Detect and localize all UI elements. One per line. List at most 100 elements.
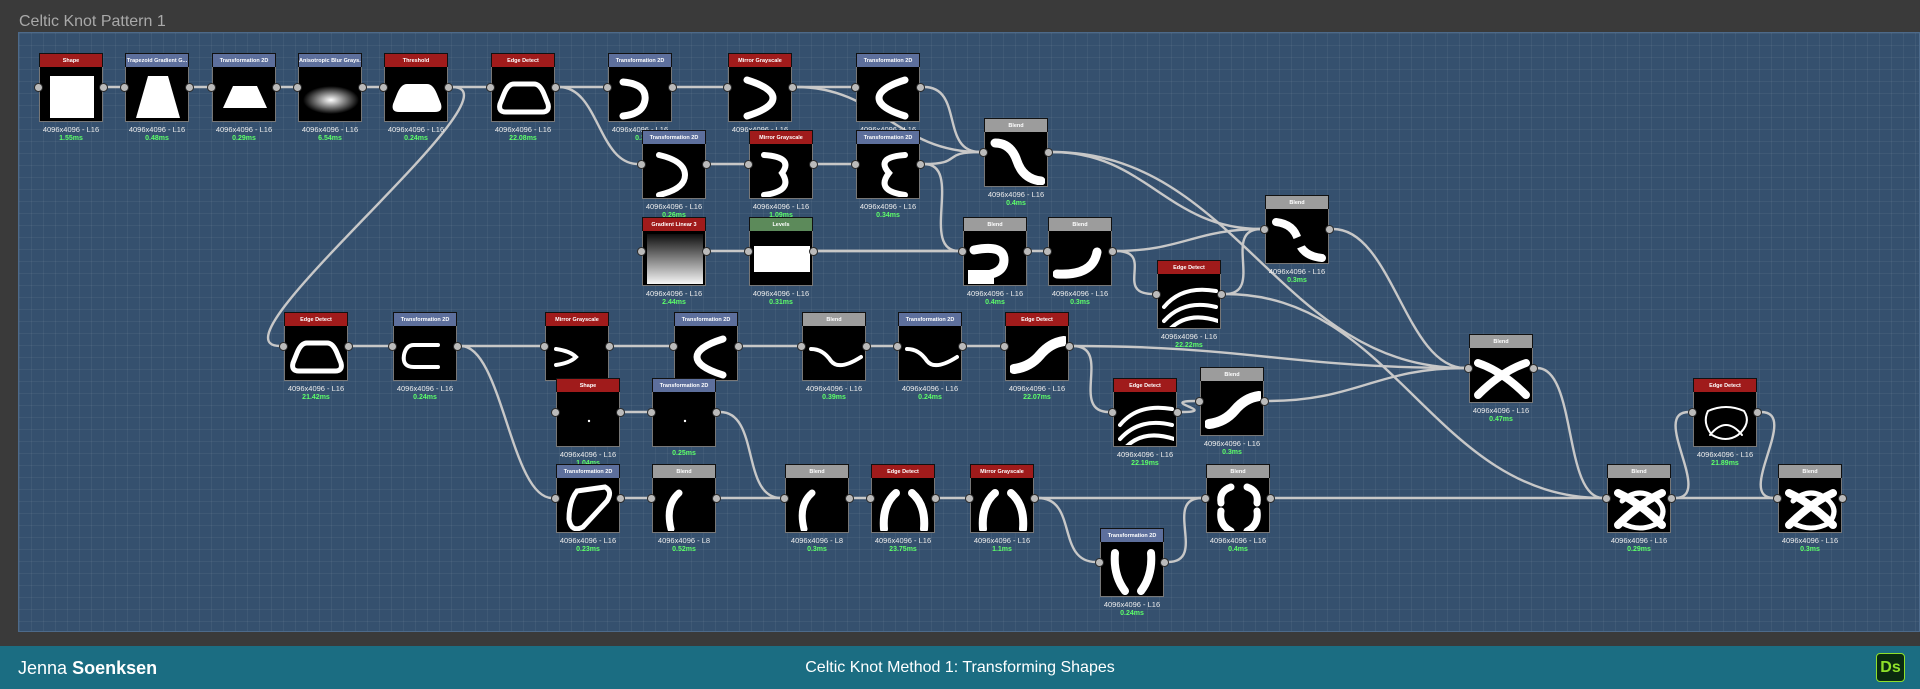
output-port[interactable] [605, 342, 614, 351]
input-port[interactable] [1152, 290, 1161, 299]
connection-wire[interactable] [1072, 344, 1466, 370]
input-port[interactable] [744, 160, 753, 169]
input-port[interactable] [647, 494, 656, 503]
output-port[interactable] [616, 408, 625, 417]
output-port[interactable] [1260, 397, 1269, 406]
output-port[interactable] [809, 247, 818, 256]
input-port[interactable] [540, 342, 549, 351]
connection-wire[interactable] [1115, 249, 1154, 296]
input-port[interactable] [603, 83, 612, 92]
graph-node-n22[interactable]: Mirror Grayscale [540, 312, 614, 384]
input-port[interactable] [780, 494, 789, 503]
output-port[interactable] [712, 408, 721, 417]
connection-wire[interactable] [1536, 366, 1604, 500]
output-port[interactable] [1173, 408, 1182, 417]
input-port[interactable] [637, 247, 646, 256]
output-port[interactable] [272, 83, 281, 92]
output-port[interactable] [1023, 247, 1032, 256]
input-port[interactable] [1108, 408, 1117, 417]
output-port[interactable] [1217, 290, 1226, 299]
output-port[interactable] [344, 342, 353, 351]
output-port[interactable] [916, 83, 925, 92]
connection-wire[interactable] [1267, 366, 1466, 403]
output-port[interactable] [958, 342, 967, 351]
output-port[interactable] [1667, 494, 1676, 503]
input-port[interactable] [893, 342, 902, 351]
input-port[interactable] [293, 83, 302, 92]
output-port[interactable] [1753, 408, 1762, 417]
output-port[interactable] [702, 247, 711, 256]
connection-wire[interactable] [1115, 227, 1262, 253]
output-port[interactable] [931, 494, 940, 503]
input-port[interactable] [744, 247, 753, 256]
connection-wire[interactable] [1224, 292, 1604, 500]
output-port[interactable] [809, 160, 818, 169]
output-port[interactable] [99, 83, 108, 92]
connection-wire[interactable] [1072, 344, 1110, 414]
output-port[interactable] [668, 83, 677, 92]
input-port[interactable] [1000, 342, 1009, 351]
connection-wire[interactable] [719, 410, 782, 500]
input-port[interactable] [1602, 494, 1611, 503]
input-port[interactable] [120, 83, 129, 92]
output-port[interactable] [1065, 342, 1074, 351]
input-port[interactable] [958, 247, 967, 256]
input-port[interactable] [279, 342, 288, 351]
output-port[interactable] [444, 83, 453, 92]
connection-wire[interactable] [1332, 227, 1466, 370]
input-port[interactable] [851, 83, 860, 92]
input-port[interactable] [797, 342, 806, 351]
connection-wire[interactable] [923, 162, 960, 253]
input-port[interactable] [637, 160, 646, 169]
input-port[interactable] [1688, 408, 1697, 417]
input-port[interactable] [1464, 364, 1473, 373]
output-port[interactable] [1044, 148, 1053, 157]
output-port[interactable] [1838, 494, 1847, 503]
connection-wire[interactable] [923, 150, 981, 166]
output-port[interactable] [1108, 247, 1117, 256]
connection-wire[interactable] [1759, 410, 1776, 500]
output-port[interactable] [916, 160, 925, 169]
output-port[interactable] [1325, 225, 1334, 234]
output-port[interactable] [185, 83, 194, 92]
connection-wire[interactable] [1037, 496, 1097, 564]
input-port[interactable] [551, 494, 560, 503]
output-port[interactable] [616, 494, 625, 503]
output-port[interactable] [1160, 558, 1169, 567]
input-port[interactable] [1260, 225, 1269, 234]
input-port[interactable] [647, 408, 656, 417]
output-port[interactable] [358, 83, 367, 92]
input-port[interactable] [1773, 494, 1782, 503]
output-port[interactable] [551, 83, 560, 92]
output-port[interactable] [788, 83, 797, 92]
connection-wire[interactable] [1051, 150, 1466, 370]
input-port[interactable] [1201, 494, 1210, 503]
input-port[interactable] [979, 148, 988, 157]
